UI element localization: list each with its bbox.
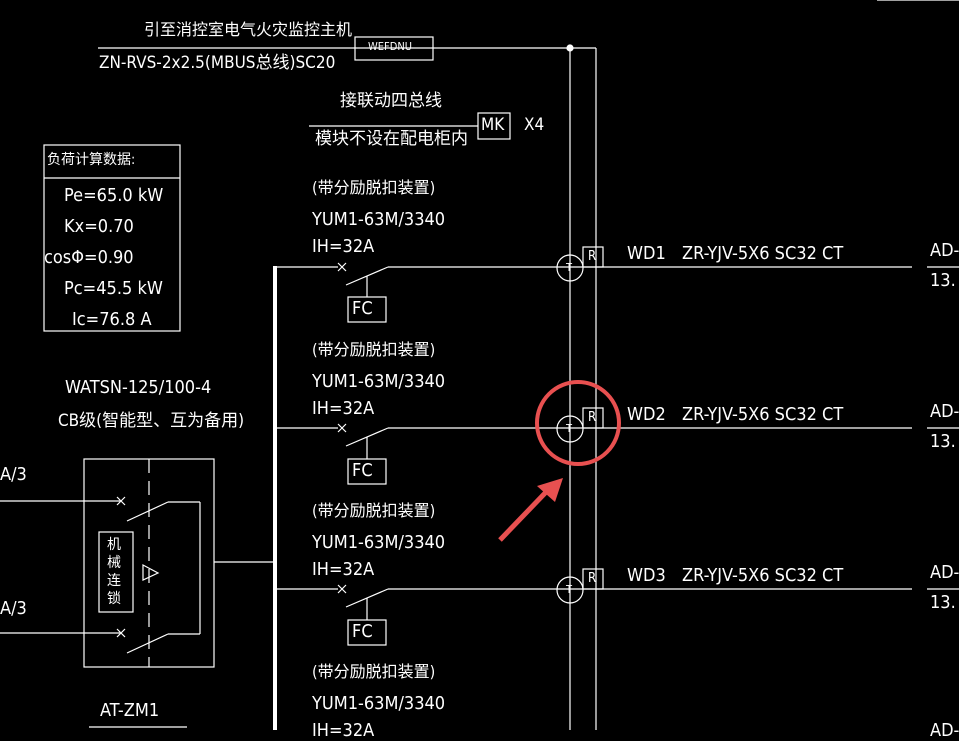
- load-calc-title: 负荷计算数据:: [47, 152, 136, 168]
- branch-4-breaker: YUM1-63M/3340: [312, 693, 446, 714]
- branch-1-dest: AD-: [930, 240, 959, 261]
- branch-3-circuit: WD3: [627, 565, 666, 586]
- branch-2-t-symbol: T: [566, 422, 573, 435]
- branch-1-setting: IH=32A: [312, 236, 375, 257]
- wefdnu-label: WEFDNU: [368, 40, 412, 53]
- branch-1-t-symbol: T: [566, 261, 573, 274]
- highlight-circle: [535, 380, 621, 466]
- branch-1-note: (带分励脱扣装置): [312, 178, 436, 197]
- arrow-icon: [498, 488, 550, 542]
- branch-2-setting: IH=32A: [312, 398, 375, 419]
- branch-3-breaker: YUM1-63M/3340: [312, 532, 446, 553]
- branch-4-note: (带分励脱扣装置): [312, 662, 436, 681]
- interlock-label: 机械连锁: [107, 537, 121, 607]
- branch-1-breaker: YUM1-63M/3340: [312, 209, 446, 230]
- linkage-bus-label: 接联动四总线: [340, 91, 442, 111]
- mk-count: X4: [524, 115, 545, 135]
- ats-model: WATSN-125/100-4: [65, 377, 212, 398]
- branch-1-fc: FC: [352, 298, 373, 319]
- branch-1-r-symbol: R: [588, 249, 597, 264]
- load-row-pc: Pc=45.5 kW: [64, 278, 163, 299]
- branch-3-cable: ZR-YJV-5X6 SC32 CT: [682, 565, 844, 586]
- branch-4-setting: IH=32A: [312, 720, 375, 741]
- branch-4-dest: AD-: [930, 720, 959, 741]
- ats-tag: AT-ZM1: [100, 700, 160, 721]
- load-row-kx: Kx=0.70: [64, 216, 134, 237]
- branch-3-fc: FC: [352, 621, 373, 642]
- branch-3-load: 13.: [930, 592, 956, 613]
- wefdnu-box: [354, 36, 434, 61]
- mk-box-label: MK: [481, 115, 505, 135]
- branch-2-load: 13.: [930, 431, 956, 452]
- branch-3-setting: IH=32A: [312, 559, 375, 580]
- branch-2-breaker: YUM1-63M/3340: [312, 371, 446, 392]
- branch-2-cable: ZR-YJV-5X6 SC32 CT: [682, 404, 844, 425]
- branch-2-r-symbol: R: [588, 410, 597, 425]
- branch-3-t-symbol: T: [566, 583, 573, 596]
- branch-3-r-symbol: R: [588, 571, 597, 586]
- branch-2-fc: FC: [352, 460, 373, 481]
- load-row-ic: Ic=76.8 A: [72, 309, 152, 330]
- branch-2-note: (带分励脱扣装置): [312, 340, 436, 359]
- branch-1-cable: ZR-YJV-5X6 SC32 CT: [682, 243, 844, 264]
- branch-2-dest: AD-: [930, 401, 959, 422]
- branch-3-note: (带分励脱扣装置): [312, 501, 436, 520]
- branch-2-circuit: WD2: [627, 404, 666, 425]
- branch-1-circuit: WD1: [627, 243, 666, 264]
- fire-monitor-label: 引至消控室电气火灾监控主机: [144, 20, 353, 39]
- branch-1-load: 13.: [930, 270, 956, 291]
- ats-input-bottom: A/3: [0, 598, 27, 619]
- module-note: 模块不设在配电柜内: [315, 129, 468, 149]
- ats-input-top: A/3: [0, 464, 27, 485]
- load-row-pe: Pe=65.0 kW: [64, 185, 164, 206]
- load-row-cos: cosΦ=0.90: [44, 247, 134, 268]
- bus-cable-label: ZN-RVS-2x2.5(MBUS总线)SC20: [99, 53, 336, 73]
- ats-desc: CB级(智能型、互为备用): [58, 411, 245, 431]
- branch-3-dest: AD-: [930, 562, 959, 583]
